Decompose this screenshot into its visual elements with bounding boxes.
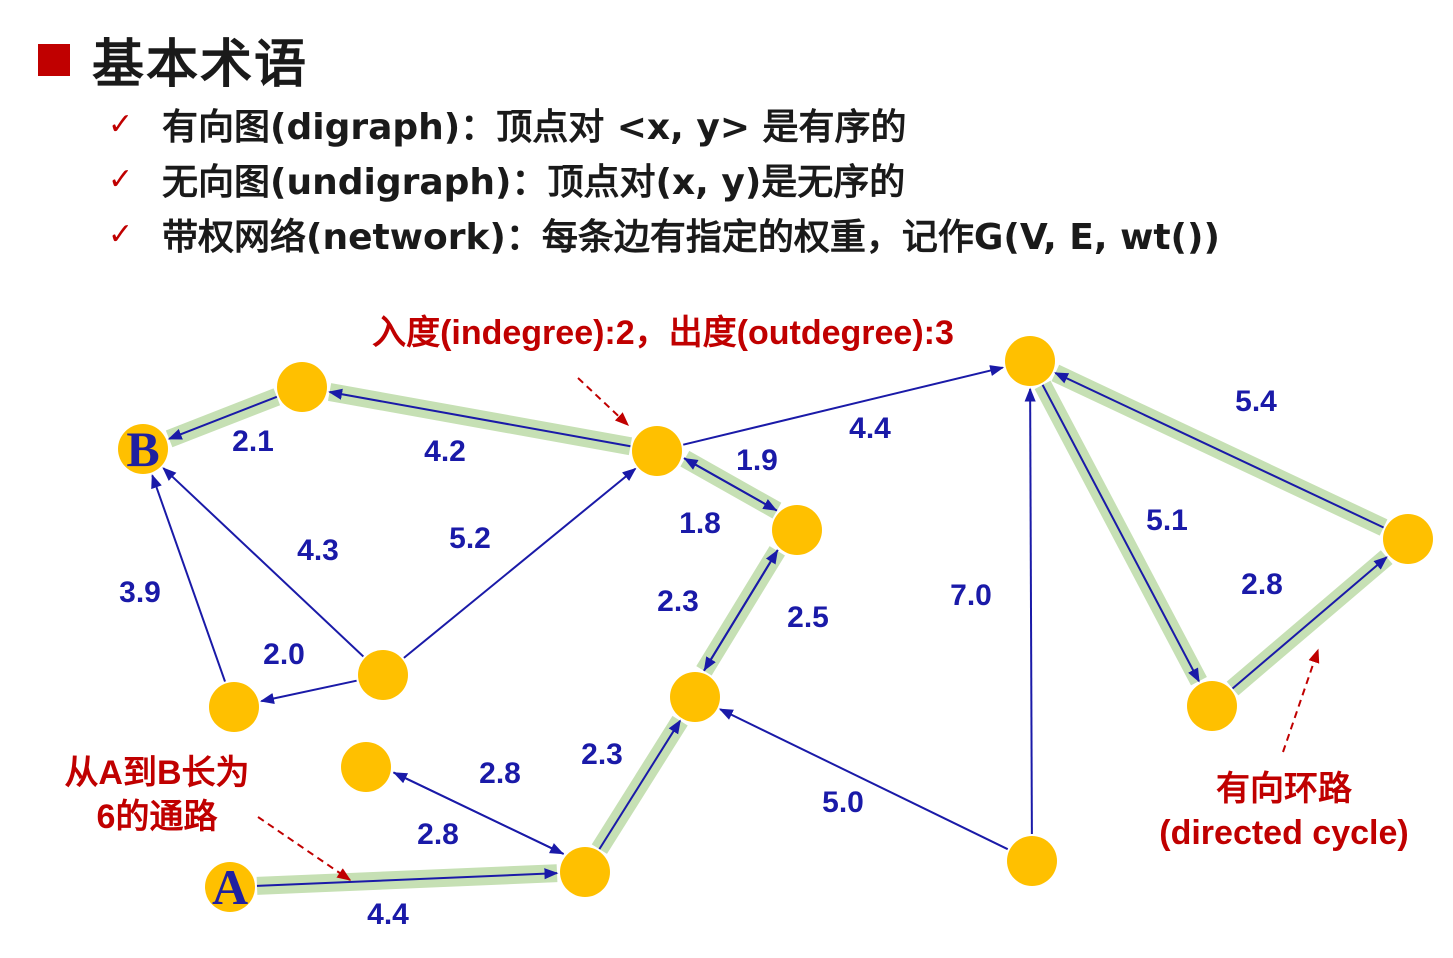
node-n2 (632, 426, 682, 476)
edge-n2-n1 (328, 388, 631, 448)
edge-weight-label: 2.1 (232, 425, 274, 458)
annotation-cycle-line: (directed cycle) (1159, 814, 1408, 852)
node-label-A: A (212, 859, 248, 915)
edge-n1-B (167, 395, 278, 440)
term-text: 无向图(undigraph)：顶点对(x, y)是无序的 (162, 162, 906, 203)
node-label-B: B (126, 421, 159, 477)
edge-n10-n7 (718, 708, 1009, 851)
edge-A-n9 (256, 868, 559, 887)
edge-n9-n8 (393, 771, 565, 855)
edge-n5-B (162, 467, 365, 658)
annotation-pointer-arrow (1282, 648, 1320, 753)
edge-weight-label: 2.5 (787, 601, 829, 634)
edge-n2-n3 (683, 365, 1005, 446)
slide-title: 基本术语 (38, 22, 308, 97)
edge-weight-label: 5.4 (1235, 385, 1277, 418)
edge-weight-label: 7.0 (950, 579, 992, 612)
edge-weight-label: 2.3 (657, 585, 699, 618)
annotation-pointer-arrow (577, 377, 630, 426)
node-n5 (358, 650, 408, 700)
term-text: 带权网络(network)：每条边有指定的权重，记作G(V, E, wt()) (162, 217, 1220, 258)
edge-n12-n11 (1231, 556, 1388, 690)
node-B (118, 424, 168, 474)
node-n7 (670, 672, 720, 722)
edge-weight-label: 2.0 (263, 638, 305, 671)
edge-n10-n3 (1024, 387, 1036, 835)
node-n4 (772, 505, 822, 555)
edge-n3-n12 (1041, 384, 1200, 683)
edge-n9-n7 (598, 719, 681, 850)
term-digraph: ✓ 有向图(digraph)：顶点对 <x, y> 是有序的 (108, 98, 907, 150)
annotation-degree-line: 入度(indegree):2，出度(outdegree):3 (372, 314, 954, 352)
node-A (205, 862, 255, 912)
node-n3 (1005, 336, 1055, 386)
edge-weight-label: 2.8 (1241, 568, 1283, 601)
term-undigraph: ✓ 无向图(undigraph)：顶点对(x, y)是无序的 (108, 153, 905, 205)
edge-n11-n3 (1054, 372, 1384, 529)
node-n6 (209, 682, 259, 732)
square-bullet-icon (38, 43, 70, 76)
edge-n4-n7 (703, 549, 779, 672)
checkmark-icon: ✓ (108, 161, 134, 197)
edge-n6-B (151, 474, 226, 682)
edge-weight-label: 4.4 (367, 898, 409, 931)
edge-weight-label: 3.9 (119, 576, 161, 609)
term-text: 有向图(digraph)：顶点对 <x, y> 是有序的 (162, 107, 907, 148)
checkmark-icon: ✓ (108, 106, 134, 142)
node-n12 (1187, 681, 1237, 731)
edge-n5-n6 (260, 679, 357, 704)
edge-weight-label: 5.2 (449, 522, 491, 555)
node-n10 (1007, 836, 1057, 886)
edge-weight-label: 2.3 (581, 738, 623, 771)
edge-n4-n2 (683, 457, 778, 512)
node-n8 (341, 742, 391, 792)
edge-weight-label: 1.8 (679, 507, 721, 540)
node-n11 (1383, 514, 1433, 564)
edge-weight-label: 4.3 (297, 534, 339, 567)
edge-weight-label: 4.4 (849, 412, 891, 445)
title-text: 基本术语 (92, 35, 309, 95)
annotation-path-line: 从A到B长为 (64, 754, 249, 792)
annotation-cycle-line: 有向环路 (1216, 770, 1353, 808)
edge-weight-label: 2.8 (417, 818, 459, 851)
node-n1 (277, 362, 327, 412)
edge-n5-n2 (403, 467, 637, 659)
node-n9 (560, 847, 610, 897)
term-network: ✓ 带权网络(network)：每条边有指定的权重，记作G(V, E, wt()… (108, 208, 1220, 260)
edge-weight-label: 4.2 (424, 435, 466, 468)
checkmark-icon: ✓ (108, 216, 134, 252)
edge-weight-label: 1.9 (736, 444, 778, 477)
edge-weight-label: 5.1 (1146, 504, 1188, 537)
edge-weight-label: 5.0 (822, 786, 864, 819)
annotation-path-line: 6的通路 (97, 798, 219, 836)
annotation-pointer-arrow (257, 816, 352, 881)
edge-weight-label: 2.8 (479, 757, 521, 790)
